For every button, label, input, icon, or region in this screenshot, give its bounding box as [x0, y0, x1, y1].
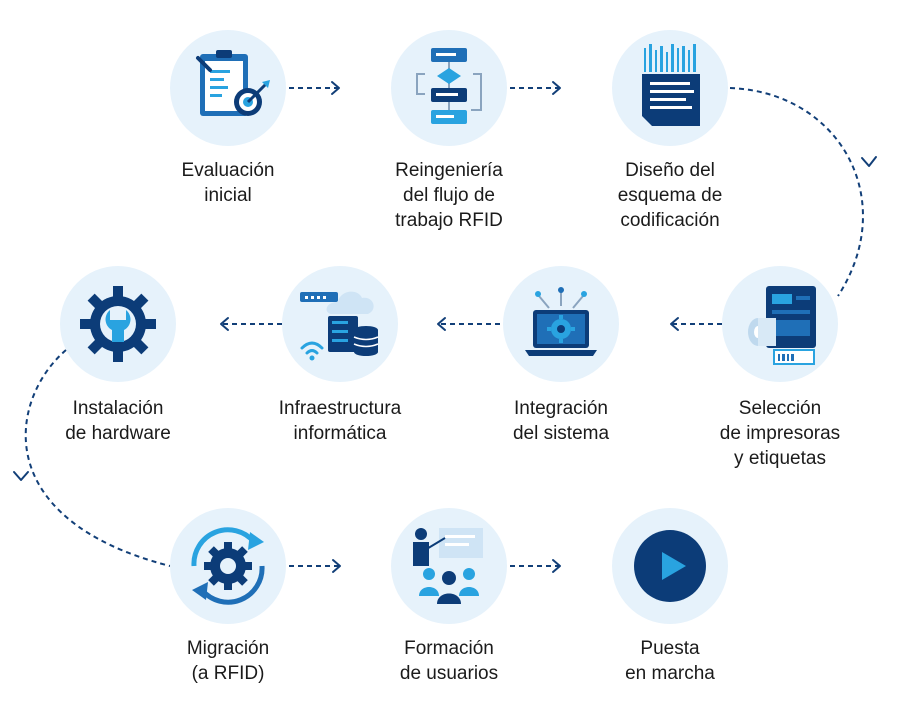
step-migracion-label: Migración (a RFID): [186, 638, 270, 684]
step-integracion-label: Integración del sistema: [512, 398, 610, 444]
printer-labels-icon: [748, 286, 816, 365]
step-instalacion-label: Instalación de hardware: [65, 398, 171, 444]
step-seleccion: [722, 266, 838, 382]
encoding-document-icon: [642, 44, 700, 126]
step-formacion: [391, 508, 507, 624]
connector-7-8: [24, 349, 171, 567]
arrowhead-5-6: [437, 317, 446, 331]
play-icon: [634, 530, 706, 602]
step-infraestructura-label: Infraestructura informática: [278, 398, 402, 444]
gear-sync-icon: [191, 527, 265, 605]
arrowhead-8-9: [332, 559, 341, 573]
step-seleccion-label: Selección de impresoras y etiquetas: [719, 398, 841, 469]
arrowhead-1-2: [331, 81, 340, 95]
step-puesta-label: Puesta en marcha: [625, 638, 715, 684]
step-reingenieria-label: Reingeniería del flujo de trabajo RFID: [395, 160, 503, 231]
laptop-gear-icon: [525, 287, 597, 356]
workflow-flowchart-icon: [416, 48, 482, 124]
arrowhead-2-3: [552, 81, 561, 95]
step-infraestructura: [282, 266, 398, 382]
arrowhead-4-5: [670, 317, 679, 331]
step-evaluacion: [170, 30, 286, 146]
arrowhead-3-4: [861, 156, 877, 167]
step-instalacion: [60, 266, 176, 382]
step-diseno-label: Diseño del esquema de codificación: [617, 160, 723, 231]
step-puesta: [612, 508, 728, 624]
step-diseno: [612, 30, 728, 146]
server-cloud-wifi-icon: [300, 291, 379, 361]
step-reingenieria: [391, 30, 507, 146]
step-formacion-label: Formación de usuarios: [399, 638, 499, 684]
step-migracion: [170, 508, 286, 624]
clipboard-target-icon: [196, 50, 270, 116]
connector-3-4: [729, 87, 864, 297]
arrowhead-7-8: [13, 471, 29, 481]
arrowhead-6-7: [220, 317, 229, 331]
training-presentation-icon: [413, 528, 483, 604]
step-evaluacion-label: Evaluación inicial: [181, 160, 275, 206]
arrowhead-9-10: [552, 559, 561, 573]
step-integracion: [503, 266, 619, 382]
gear-wrench-icon: [80, 286, 156, 362]
